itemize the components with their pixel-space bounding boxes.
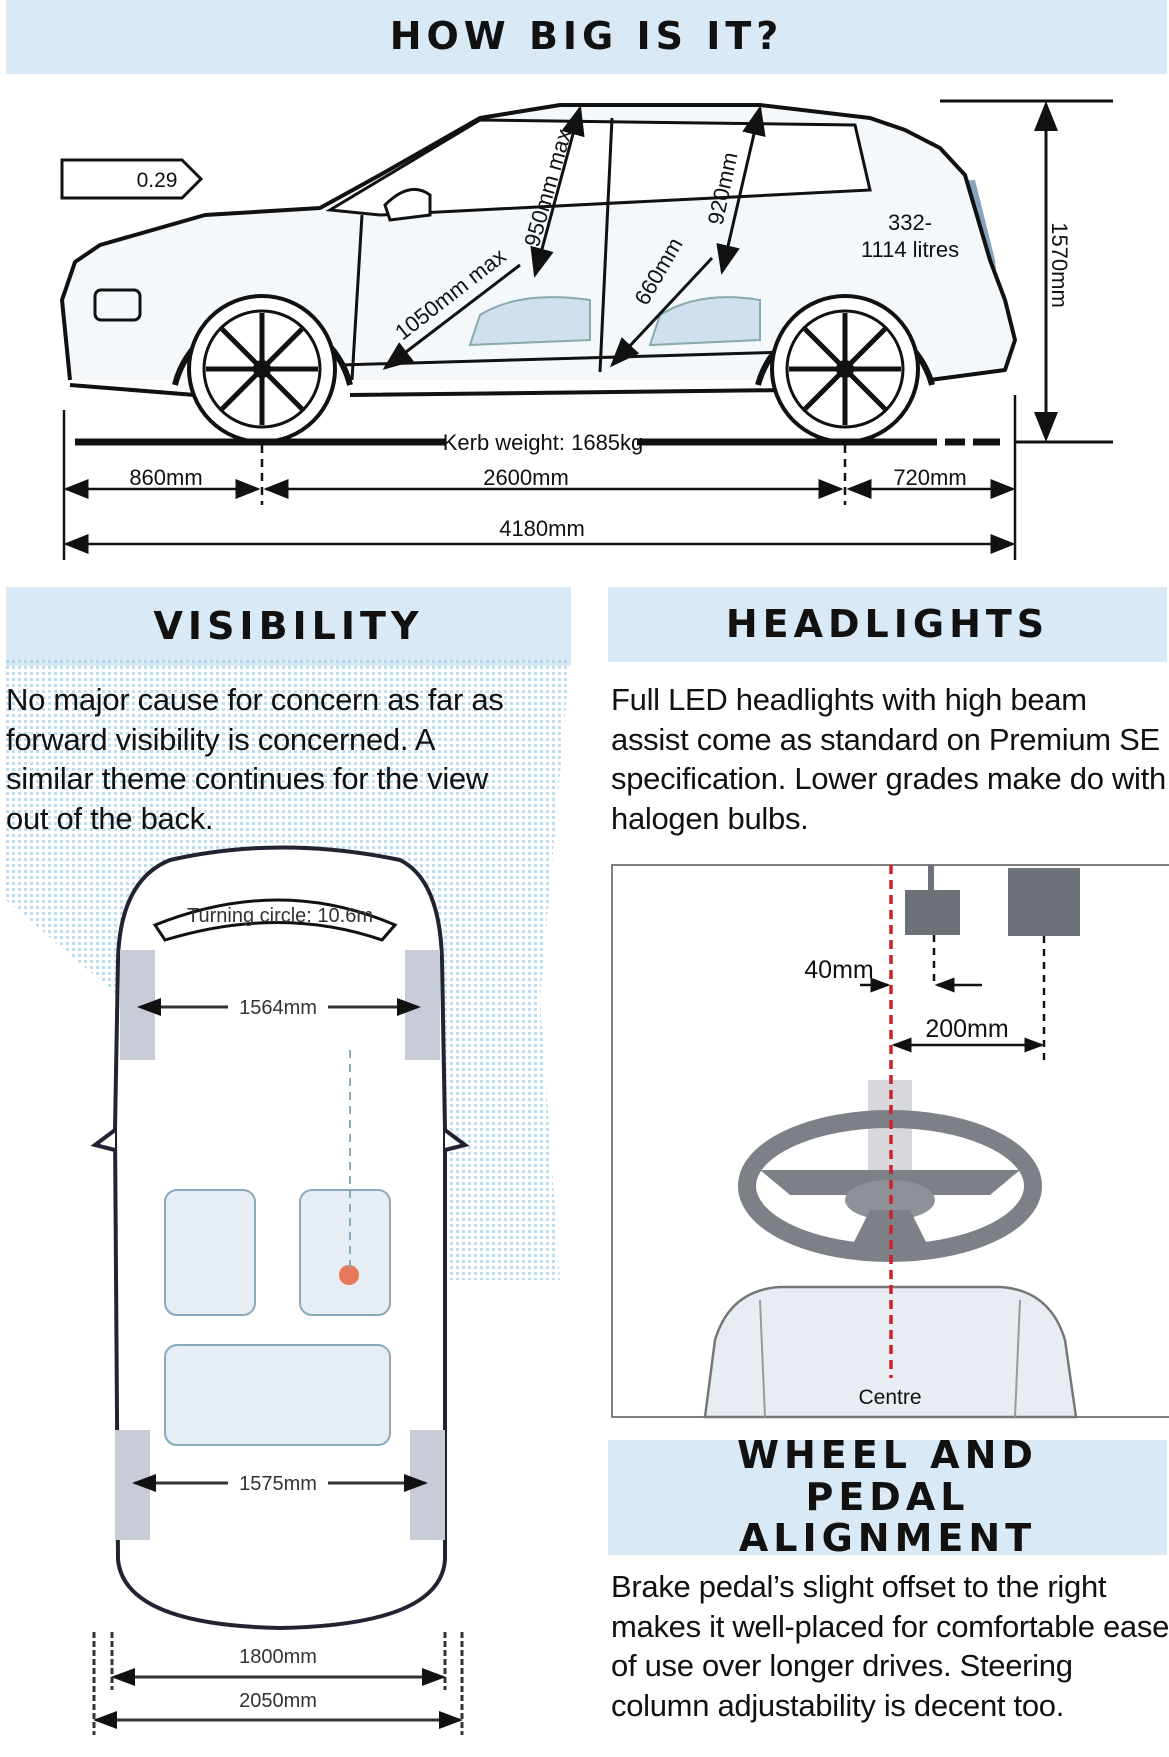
visibility-title: VISIBILITY [153, 603, 424, 648]
width-mirrors-label: 2050mm [239, 1690, 317, 1712]
wheelbase-label: 2600mm [483, 465, 569, 490]
side-view-diagram: 0.29 950mm max 1050mm max 920mm 660mm 33… [60, 99, 1113, 560]
front-track-label: 1564mm [239, 997, 317, 1019]
boot-capacity-label: 332- [888, 210, 932, 235]
offset-40mm-label: 40mm [804, 956, 873, 984]
rear-overhang-label: 720mm [893, 465, 966, 490]
width-label: 1800mm [239, 1646, 317, 1668]
alignment-header: WHEEL AND PEDAL ALIGNMENT [608, 1434, 1167, 1559]
size-title: HOW BIG IS IT? [389, 14, 784, 59]
front-overhang-label: 860mm [129, 465, 202, 490]
height-label: 1570mm [1047, 222, 1072, 308]
rear-track-label: 1575mm [239, 1473, 317, 1495]
kerb-weight-label: Kerb weight: 1685kg [443, 430, 644, 455]
headlights-header: HEADLIGHTS [608, 587, 1167, 662]
headlights-title: HEADLIGHTS [725, 601, 1050, 646]
boot-capacity-label-2: 1114 litres [861, 237, 959, 262]
visibility-header: VISIBILITY [6, 587, 571, 666]
turning-circle-label: Turning circle: 10.6m [187, 905, 373, 927]
alignment-diagram: 40mm 200mm Centre [611, 864, 1169, 1419]
alignment-title: WHEEL AND PEDAL ALIGNMENT [737, 1432, 1038, 1561]
rear-wheel [755, 294, 935, 444]
visibility-text: No major cause for concern as far as for… [6, 682, 504, 836]
alignment-text: Brake pedal’s slight offset to the right… [611, 1569, 1169, 1723]
headlights-text: Full LED headlights with high beam assis… [611, 682, 1166, 836]
centre-label: Centre [858, 1386, 921, 1409]
top-car-outline [112, 845, 447, 1631]
offset-200mm-label: 200mm [925, 1015, 1008, 1043]
size-header: HOW BIG IS IT? [6, 0, 1167, 74]
drag-coefficient-label: 0.29 [137, 169, 178, 192]
drag-coefficient-box [60, 158, 204, 200]
length-label: 4180mm [499, 516, 585, 541]
front-wheel [172, 294, 353, 444]
